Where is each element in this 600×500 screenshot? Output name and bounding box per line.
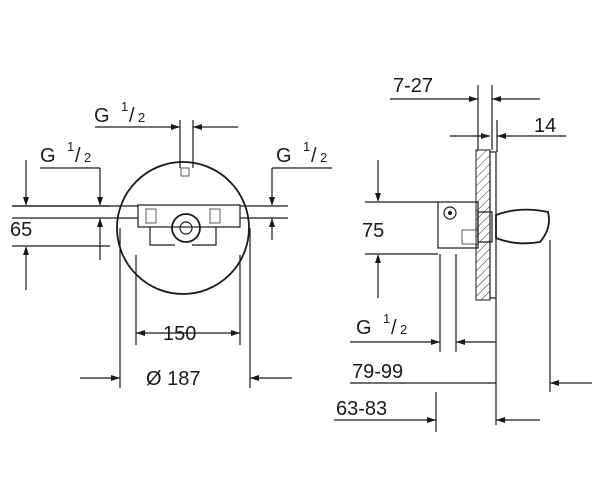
front-height-label: 65 [10,219,32,241]
side-plate-offset-label: 14 [534,115,556,137]
side-height-dimension: 75 [362,160,438,298]
front-thread-top-num: 1 [121,99,128,114]
front-view: G 1 / 2 G 1 / 2 G 1 / 2 [10,99,332,390]
front-thread-right-num: 1 [303,139,310,154]
front-thread-left-den: 2 [84,150,91,165]
side-handle [495,208,550,245]
front-thread-top-g: G [94,105,110,127]
front-width-150-dimension: 150 [135,255,241,345]
side-length-b-dimension: 63-83 [334,392,540,432]
front-diameter-label: Ø 187 [146,368,200,390]
valve-body [137,167,241,246]
front-thread-right-callout: G 1 / 2 [269,139,332,240]
side-depth-range-label: 7-27 [393,75,433,97]
side-length-a-dimension: 79-99 [350,240,592,425]
side-valve-body [437,201,493,249]
side-plate-offset-dimension: 14 [450,115,566,152]
rosette-circle [116,161,250,295]
front-thread-right-g: G [276,145,292,167]
front-width-label: 150 [163,323,196,345]
side-length-a-label: 79-99 [352,361,403,383]
side-thread-callout: G 1 / 2 [350,254,496,352]
front-height-dimension: 65 [10,160,110,290]
front-thread-right-den: 2 [320,150,327,165]
side-view: 7-27 14 75 G [334,75,592,432]
front-thread-left-g: G [40,145,56,167]
svg-text:/: / [75,145,81,167]
front-diameter-dimension: Ø 187 [80,228,292,390]
side-thread-den: 2 [400,322,407,337]
side-height-label: 75 [362,220,384,242]
side-thread-num: 1 [383,311,390,326]
front-thread-left-num: 1 [67,139,74,154]
side-depth-range-dimension: 7-27 [390,75,540,150]
svg-text:/: / [129,105,135,127]
front-thread-top-callout: G 1 / 2 [94,99,238,168]
svg-text:/: / [311,145,317,167]
side-length-b-label: 63-83 [336,398,387,420]
svg-text:/: / [391,317,397,339]
front-thread-left-callout: G 1 / 2 [40,139,103,260]
front-thread-top-den: 2 [138,110,145,125]
side-thread-g: G [356,317,372,339]
